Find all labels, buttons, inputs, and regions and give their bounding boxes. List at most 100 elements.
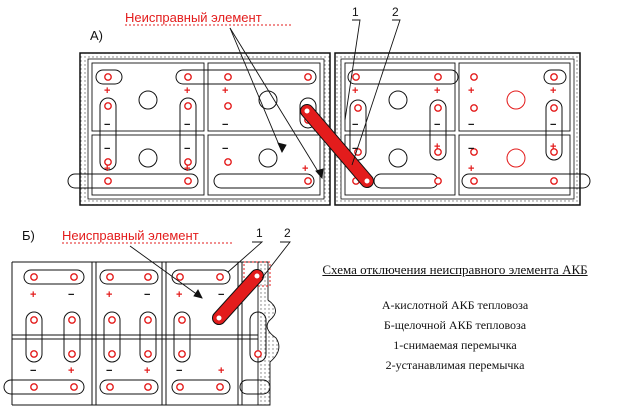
minus-mark: − [352, 119, 358, 131]
plus-mark: + [104, 163, 110, 175]
minus-mark: − [30, 365, 36, 377]
terminal-post [178, 350, 186, 358]
terminal-post [550, 104, 558, 112]
jumper [63, 311, 81, 363]
section-b-break-edge [257, 261, 280, 406]
jumper [25, 311, 43, 363]
terminal-post [70, 383, 78, 391]
terminal-post [104, 73, 112, 81]
plus-mark: + [30, 289, 36, 301]
terminal-post [352, 73, 360, 81]
cell [207, 62, 321, 132]
minus-mark: − [468, 119, 474, 131]
jumper [99, 269, 159, 285]
section-b-terminals [30, 273, 262, 391]
plus-mark: + [184, 163, 190, 175]
section-b-leaders [129, 241, 291, 299]
plus-mark: + [468, 163, 474, 175]
terminal-post [470, 148, 478, 156]
removed-jumper [213, 173, 315, 189]
minus-mark: − [434, 119, 440, 131]
section-b: Б) Неисправный элемент 1 2 [3, 226, 291, 406]
section-a: А) Неисправный элемент 1 2 [67, 5, 591, 206]
vent-icon [258, 148, 278, 168]
terminal-post [144, 350, 152, 358]
legend-item-2: 2-устанавлимая перемычка [385, 358, 525, 372]
minus-mark: − [222, 143, 228, 155]
section-b-pole-marks: + − + − + − − + − + − + [30, 289, 224, 377]
jumper [171, 379, 231, 395]
jumper [239, 379, 271, 395]
terminal-post [104, 158, 112, 166]
section-b-jumpers [3, 269, 271, 395]
cell [458, 62, 571, 132]
jumper [545, 99, 563, 161]
plus-mark: + [468, 85, 474, 97]
plus-mark: + [68, 365, 74, 377]
vent-icon [388, 148, 408, 168]
jumper [175, 69, 317, 85]
terminal-post [304, 73, 312, 81]
terminal-post [550, 73, 558, 81]
legend-title: Схема отключения неисправного элемента А… [322, 262, 588, 277]
jumper [3, 379, 85, 395]
minus-mark: − [222, 119, 228, 131]
section-b-installed-jumper [212, 269, 264, 325]
plus-mark: + [222, 85, 228, 97]
cell [91, 134, 205, 196]
minus-mark: − [68, 289, 74, 301]
terminal-post [70, 273, 78, 281]
minus-mark: − [106, 365, 112, 377]
jumper [543, 69, 567, 85]
section-a-jumpers [67, 69, 591, 189]
terminal-post [184, 73, 192, 81]
terminal-post [254, 350, 262, 358]
vent-icon [506, 90, 526, 110]
plus-mark: + [302, 163, 308, 175]
plus-mark: + [104, 85, 110, 97]
terminal-post [104, 102, 112, 110]
legend-item-a: А-кислотной АКБ тепловоза [381, 298, 529, 312]
terminal-post [224, 158, 232, 166]
plus-mark: + [184, 85, 190, 97]
terminal-post [178, 316, 186, 324]
terminal-post [184, 158, 192, 166]
terminal-post [176, 273, 184, 281]
terminal-post [434, 148, 442, 156]
section-a-faulty-label: Неисправный элемент [125, 10, 262, 25]
jumper [173, 311, 191, 363]
jumper [99, 379, 159, 395]
terminal-post [30, 316, 38, 324]
terminal-post [184, 177, 192, 185]
plus-mark: + [550, 85, 556, 97]
terminal-post [224, 73, 232, 81]
plus-mark: + [106, 289, 112, 301]
terminal-post [144, 316, 152, 324]
terminal-post [470, 104, 478, 112]
terminal-post [30, 383, 38, 391]
terminal-post [104, 177, 112, 185]
jumper [249, 311, 267, 363]
section-a-cells [91, 62, 571, 196]
section-a-pole-marks: + + − − − − + + + − − + + − + − − + + + … [104, 85, 556, 175]
plus-mark: + [144, 365, 150, 377]
cell [91, 62, 205, 132]
legend-item-b: Б-щелочной АКБ тепловоза [383, 318, 527, 332]
terminal-post [106, 273, 114, 281]
section-a-letter: А) [90, 28, 103, 43]
plus-mark: + [434, 141, 440, 153]
removed-jumper [171, 269, 231, 285]
vent-icon [138, 90, 158, 110]
jumper [67, 173, 199, 189]
terminal-post [224, 102, 232, 110]
minus-mark: − [184, 143, 190, 155]
minus-mark: − [352, 143, 358, 155]
jumper [347, 69, 459, 85]
minus-mark: − [104, 119, 110, 131]
section-a-terminals [104, 73, 558, 185]
jumper [429, 99, 447, 161]
minus-mark: − [104, 143, 110, 155]
cell [458, 134, 571, 196]
terminal-post [106, 383, 114, 391]
